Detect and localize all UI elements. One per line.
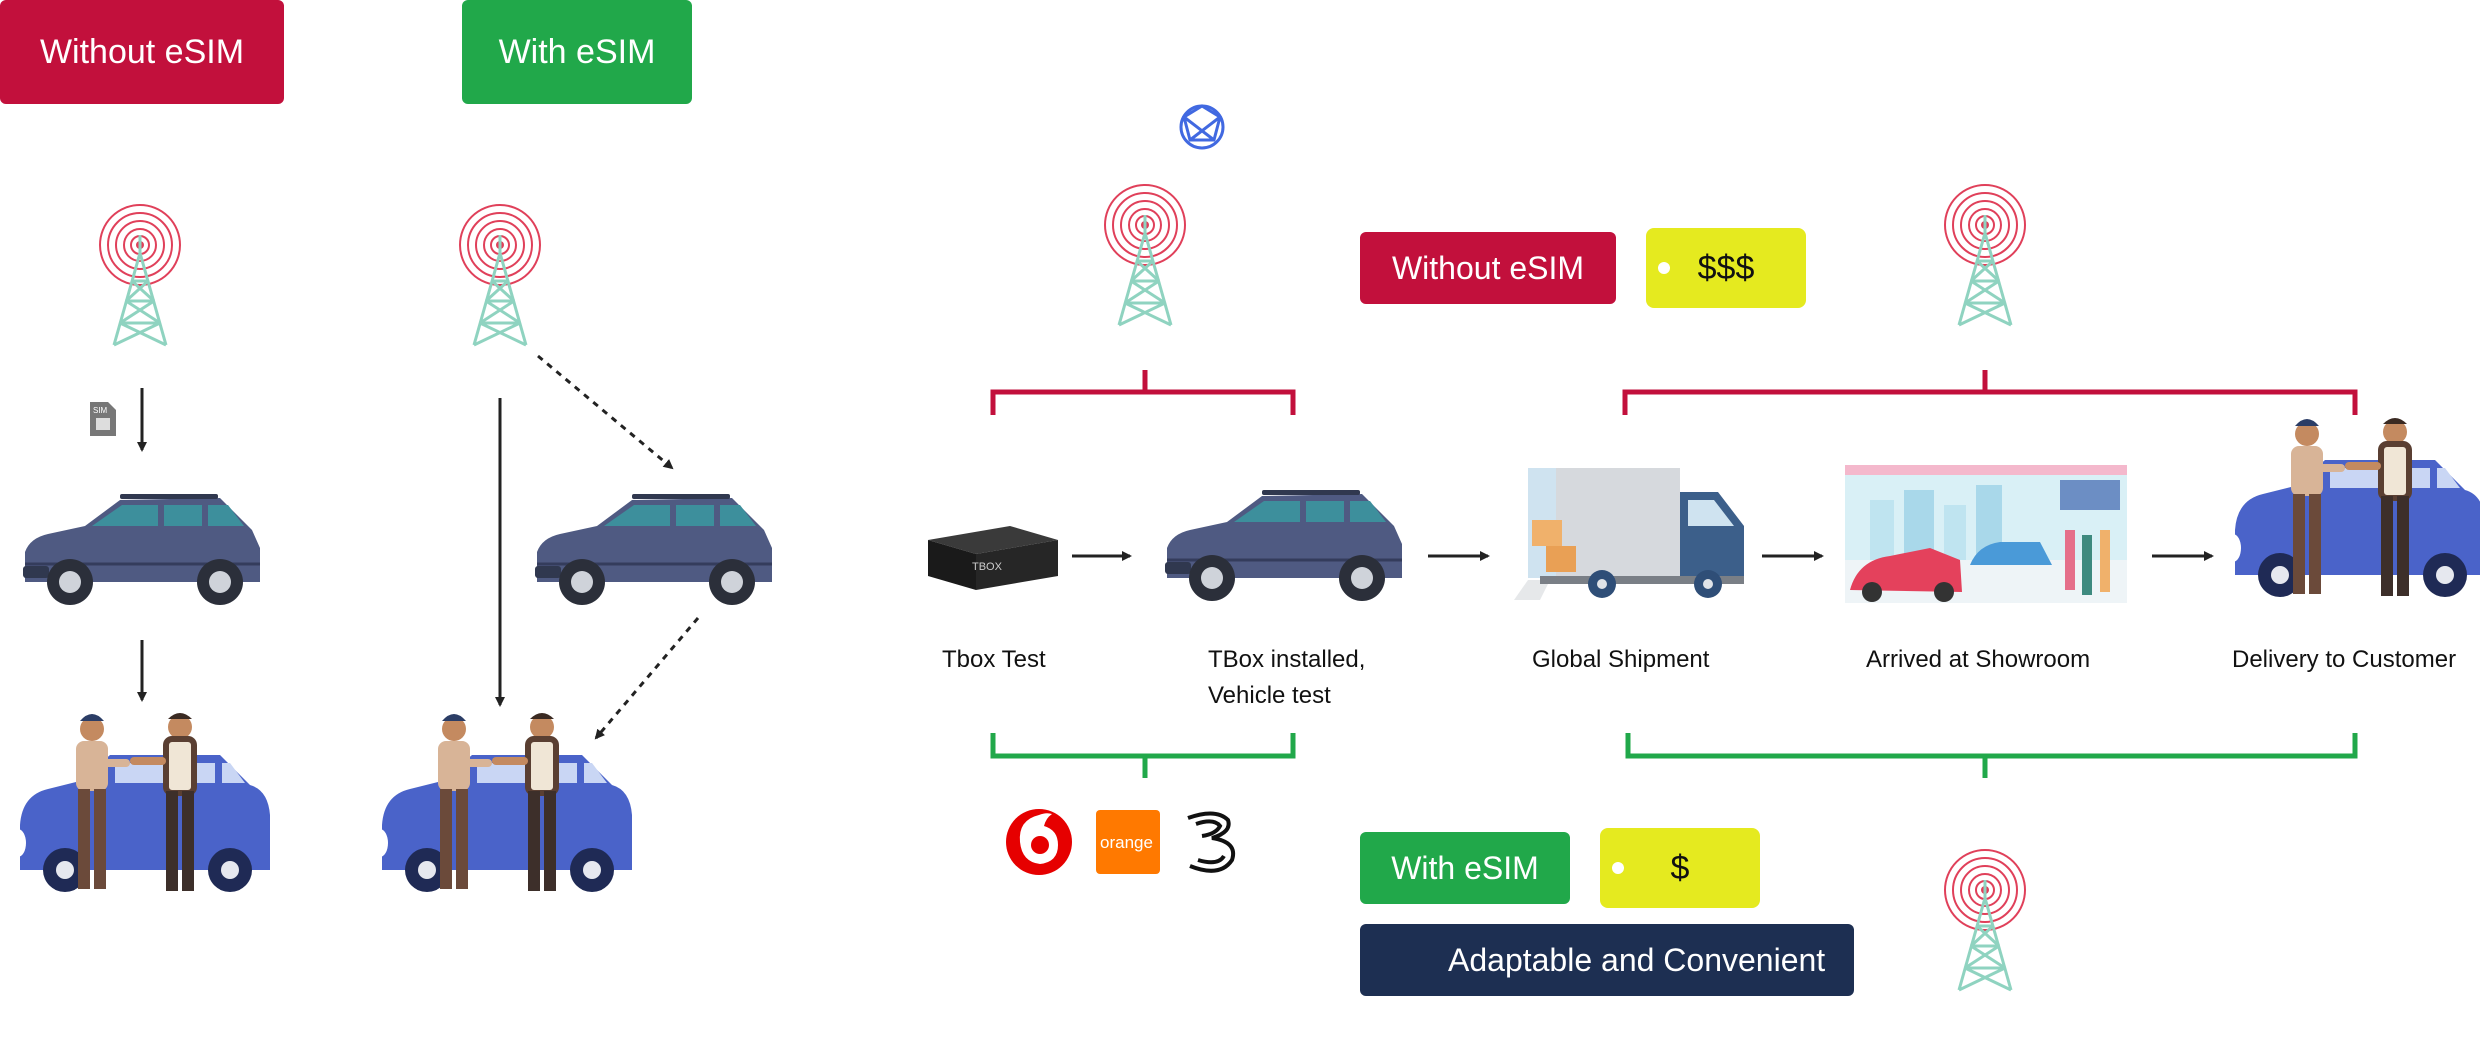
step-label-tbox-test: Tbox Test bbox=[942, 642, 1046, 678]
with-esim-title: With eSIM bbox=[462, 0, 692, 104]
bracket-with-esim-right bbox=[1625, 733, 2358, 778]
step-label-text: Delivery to Customer bbox=[2232, 646, 2457, 673]
cell-tower-icon bbox=[1943, 183, 2027, 327]
sim-card-icon: SIM bbox=[90, 402, 116, 436]
step-label-text: Arrived at Showroom bbox=[1866, 646, 2091, 673]
orange-logo-text: orange bbox=[1100, 833, 1153, 852]
price-tag-hole bbox=[1612, 862, 1624, 874]
step-label-showroom: Arrived at Showroom bbox=[1866, 642, 2090, 678]
cell-tower-icon bbox=[98, 203, 182, 347]
step-label-line2: Vehicle test bbox=[1208, 682, 1331, 709]
step-label-global-shipment: Global Shipment bbox=[1532, 642, 1709, 678]
without-esim-title: Without eSIM bbox=[0, 0, 284, 104]
step-label-line1: TBox installed, bbox=[1208, 646, 1366, 673]
dotted-arrow-car-to-delivery bbox=[594, 617, 700, 740]
price-tag-low: $ bbox=[1600, 828, 1760, 908]
dotted-arrow-tower-to-car bbox=[537, 354, 674, 470]
vodafone-logo bbox=[1006, 809, 1072, 875]
price-tag-high-text: $$$ bbox=[1697, 248, 1755, 287]
bracket-without-esim-right bbox=[1622, 370, 2358, 415]
price-tag-hole bbox=[1658, 262, 1670, 274]
without-esim-badge: Without eSIM bbox=[1360, 232, 1616, 304]
price-tag-low-text: $ bbox=[1670, 848, 1690, 887]
bracket-with-esim-left bbox=[990, 733, 1296, 778]
benefit-badge: Adaptable and Convenient bbox=[1360, 924, 1854, 996]
cell-tower-icon bbox=[1943, 848, 2027, 992]
car-icon bbox=[21, 492, 262, 607]
three-logo bbox=[1187, 811, 1235, 873]
sim-card-label: SIM bbox=[93, 406, 108, 415]
orange-logo: orange bbox=[1096, 810, 1160, 874]
with-esim-badge-text: With eSIM bbox=[1391, 849, 1539, 886]
car-icon bbox=[533, 492, 774, 607]
without-esim-title-text: Without eSIM bbox=[39, 32, 245, 71]
step-label-delivery: Delivery to Customer bbox=[2232, 642, 2456, 678]
car-icon bbox=[1163, 488, 1404, 603]
bracket-without-esim-left bbox=[990, 370, 1296, 415]
price-tag-high: $$$ bbox=[1646, 228, 1806, 308]
truck-icon bbox=[1514, 468, 1744, 600]
cell-tower-icon bbox=[1103, 183, 1187, 327]
tbox-device-text: TBOX bbox=[972, 561, 1003, 573]
with-esim-title-text: With eSIM bbox=[498, 32, 656, 71]
showroom-illustration bbox=[1845, 465, 2127, 603]
tbox-device-icon: TBOX bbox=[928, 526, 1058, 590]
step-label-tbox-installed: TBox installed, Vehicle test bbox=[1208, 642, 1365, 714]
delivery-illustration bbox=[10, 713, 270, 892]
cell-tower-icon bbox=[458, 203, 542, 347]
globe-icon bbox=[1179, 104, 1225, 150]
delivery-illustration bbox=[2225, 418, 2480, 597]
benefit-badge-text: Adaptable and Convenient bbox=[1448, 941, 1826, 978]
step-label-text: Tbox Test bbox=[942, 646, 1046, 673]
delivery-illustration bbox=[372, 713, 632, 892]
step-label-text: Global Shipment bbox=[1532, 646, 1710, 673]
without-esim-badge-text: Without eSIM bbox=[1391, 249, 1585, 286]
with-esim-badge: With eSIM bbox=[1360, 832, 1570, 904]
